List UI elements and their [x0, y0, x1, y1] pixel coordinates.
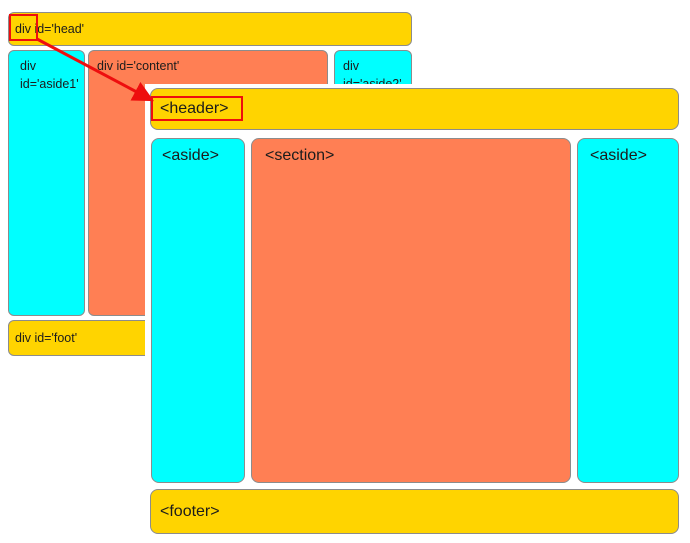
div-foot-label: div id='foot' [15, 331, 78, 345]
semantic-header-bar: <header> [150, 88, 679, 130]
semantic-section-label: <section> [265, 147, 335, 164]
semantic-footer-label: <footer> [160, 503, 220, 520]
highlight-box-div [9, 14, 38, 41]
semantic-aside-right-label: <aside> [590, 147, 647, 164]
semantic-aside-right-box: <aside> [577, 138, 679, 483]
semantic-aside-left-label: <aside> [162, 147, 219, 164]
semantic-header-label: <header> [160, 100, 229, 117]
semantic-layout-mockup: <header> <aside> <section> <aside> <foot… [145, 84, 690, 543]
div-aside1-box: div id='aside1' [8, 50, 85, 316]
div-aside1-label-line2: id='aside1' [20, 77, 79, 91]
div-head-label: div id='head' [15, 22, 85, 36]
semantic-aside-left-box: <aside> [151, 138, 245, 483]
semantic-footer-bar: <footer> [150, 489, 679, 534]
semantic-section-box: <section> [251, 138, 571, 483]
highlight-box-header [151, 96, 243, 121]
div-aside1-label-line1: div [20, 59, 36, 73]
div-aside2-label-line1: div [343, 59, 359, 73]
div-content-label: div id='content' [97, 59, 180, 73]
div-head-bar: div id='head' [8, 12, 412, 46]
